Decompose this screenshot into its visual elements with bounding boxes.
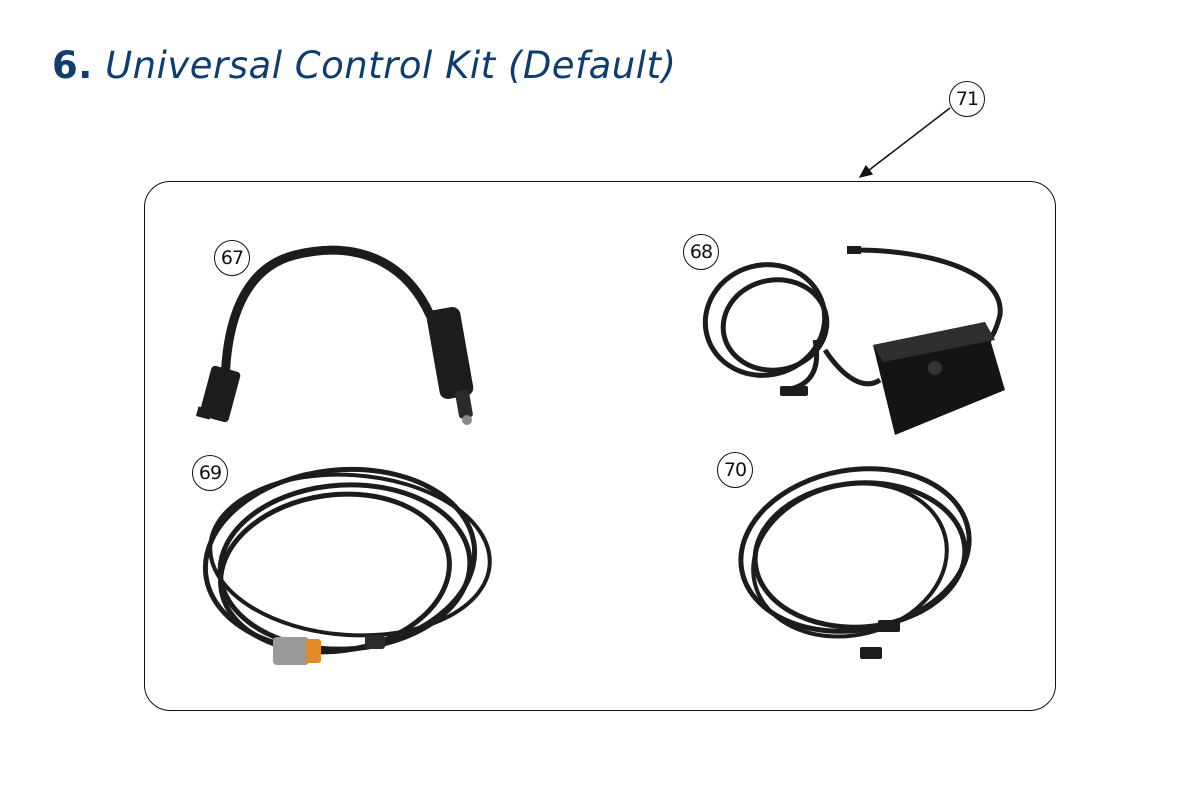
section-number: 6.	[52, 44, 93, 87]
part-70-image	[738, 466, 972, 659]
callout-67: 67	[214, 240, 250, 276]
section-title: 6. Universal Control Kit (Default)	[52, 44, 676, 87]
part-68-image	[702, 246, 1005, 435]
callout-71: 71	[949, 81, 985, 117]
callout-68: 68	[683, 234, 719, 270]
section-title-text: Universal Control Kit (Default)	[105, 44, 677, 87]
part-67-image	[195, 245, 474, 425]
callout-69: 69	[192, 455, 228, 491]
callout-70: 70	[717, 452, 753, 488]
kit-box	[144, 181, 1056, 711]
part-69-image	[202, 466, 492, 665]
